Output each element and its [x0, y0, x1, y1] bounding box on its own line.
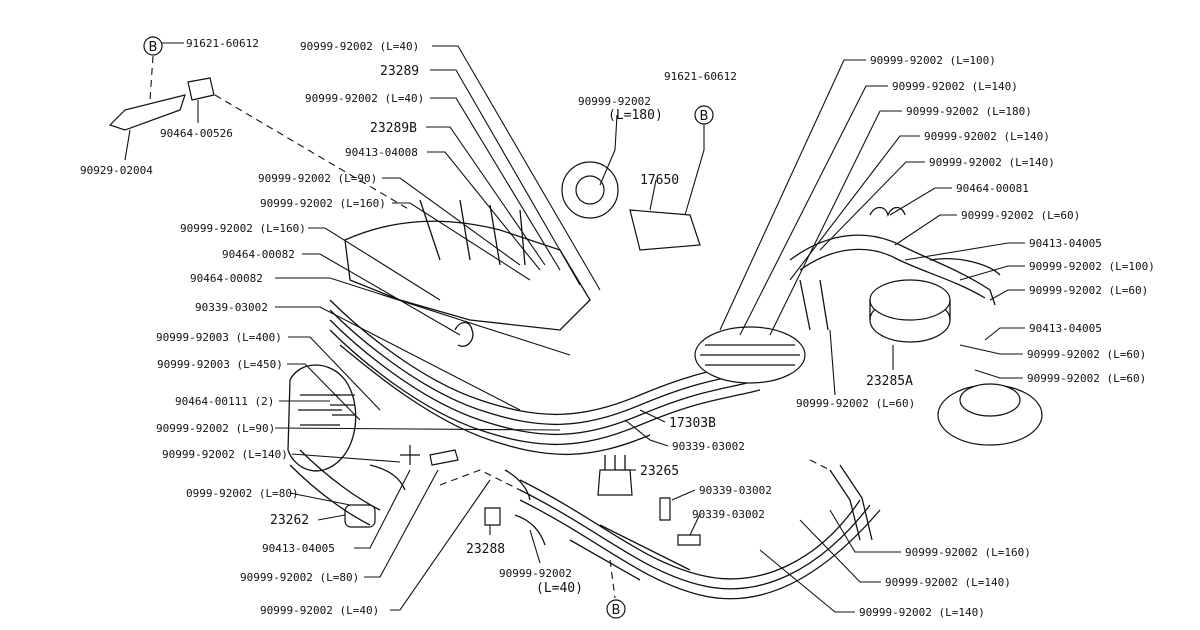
- part-label: 90464-00526: [160, 127, 233, 140]
- part-label: 90999-92002 (L=60): [1029, 284, 1148, 297]
- part-label: 91621-60612: [186, 37, 259, 50]
- part-label: 90999-92002 (L=140): [885, 576, 1011, 589]
- part-label: 90929-02004: [80, 164, 153, 177]
- part-label: 90999-92002 (L=140): [859, 606, 985, 619]
- part-label: 90339-03002: [692, 508, 765, 521]
- part-label: 90999-92002 (L=80): [240, 571, 359, 584]
- part-label: 23289: [380, 64, 419, 79]
- part-label: 90999-92003 (L=400): [156, 331, 282, 344]
- tee-fitting: [400, 445, 420, 465]
- straight-hose-small: [429, 449, 459, 466]
- part-label: 90999-92002 (L=140): [924, 130, 1050, 143]
- part-label: (L=40): [536, 581, 583, 596]
- part-label: 90999-92002 (L=60): [1027, 348, 1146, 361]
- part-label: 90999-92002 (L=60): [796, 397, 915, 410]
- part-label: 23262: [270, 513, 309, 528]
- part-label: 17650: [640, 173, 679, 188]
- part-label: 90339-03002: [699, 484, 772, 497]
- part-label: 23285A: [866, 374, 913, 389]
- part-label: 90339-03002: [672, 440, 745, 453]
- vacuum-switch-23265: [597, 469, 633, 496]
- vsv-23262: [344, 504, 376, 528]
- part-label: 90339-03002: [195, 301, 268, 314]
- clamp-90929-02004: [108, 94, 186, 131]
- part-label: 90999-92002 (L=90): [156, 422, 275, 435]
- part-label: 90999-92002: [578, 95, 651, 108]
- part-label: 23288: [466, 542, 505, 557]
- part-label: 90999-92002 (L=40): [305, 92, 424, 105]
- part-label: 90999-92002 (L=160): [180, 222, 306, 235]
- part-label: 23289B: [370, 121, 417, 136]
- part-label: 90999-92002 (L=180): [906, 105, 1032, 118]
- part-label: 90999-92002 (L=160): [260, 197, 386, 210]
- part-label: 90999-92002 (L=100): [870, 54, 996, 67]
- part-label: 90464-00082: [190, 272, 263, 285]
- part-label: 90999-92003 (L=450): [157, 358, 283, 371]
- part-label: 23265: [640, 464, 679, 479]
- part-label: 90413-04005: [1029, 237, 1102, 250]
- part-label: (L=180): [608, 108, 663, 123]
- ref-mark-b-top-center: B: [694, 105, 714, 125]
- ref-mark-b-bottom: B: [606, 599, 626, 619]
- leader-lines: [124, 42, 1025, 613]
- part-label: 90413-04005: [1029, 322, 1102, 335]
- intake-manifold-outline: [344, 220, 591, 331]
- fitting-23288: [484, 507, 501, 526]
- part-label: 90999-92002 (L=100): [1029, 260, 1155, 273]
- part-label: 90999-92002: [499, 567, 572, 580]
- svg-text:B: B: [700, 109, 709, 124]
- left-cylinder-bank: [287, 364, 357, 472]
- part-label: 90413-04008: [345, 146, 418, 159]
- part-label: 90999-92002 (L=90): [258, 172, 377, 185]
- part-label: 90464-00111 (2): [175, 395, 274, 408]
- part-label: 90999-92002 (L=60): [1027, 372, 1146, 385]
- part-label: 90999-92002 (L=40): [260, 604, 379, 617]
- right-hose-loop: [789, 234, 996, 306]
- dashed-link-top-left: [214, 94, 411, 211]
- part-labels: 91621-60612 90464-00526 90929-02004 9099…: [80, 37, 1155, 619]
- part-label: 90464-00081: [956, 182, 1029, 195]
- part-label: 90999-92002 (L=140): [892, 80, 1018, 93]
- part-label: 90464-00082: [222, 248, 295, 261]
- engine-illustration: [108, 55, 1043, 600]
- fitting-90339-a: [659, 497, 671, 521]
- part-label: 90999-92002 (L=140): [929, 156, 1055, 169]
- part-label: 90413-04005: [262, 542, 335, 555]
- fitting-90339-b: [677, 534, 701, 546]
- part-label: 90999-92002 (L=60): [961, 209, 1080, 222]
- lower-pipe-fan: [519, 464, 881, 600]
- part-label: 91621-60612: [664, 70, 737, 83]
- part-label: 17303B: [669, 416, 716, 431]
- part-label: 90999-92002 (L=140): [162, 448, 288, 461]
- clip-90464-00526: [187, 77, 215, 101]
- clip-90464-00082: [454, 321, 474, 347]
- pipe-bundle: [329, 299, 761, 456]
- clip-90464-00111: [330, 394, 356, 416]
- part-label: 0999-92002 (L=80): [186, 487, 299, 500]
- ref-mark-b-top-left: B: [143, 36, 163, 56]
- actuator-17650: [629, 209, 701, 251]
- svg-text:B: B: [612, 603, 621, 618]
- part-label: 90999-92002 (L=160): [905, 546, 1031, 559]
- part-label: 90999-92002 (L=40): [300, 40, 419, 53]
- svg-text:B: B: [149, 40, 158, 55]
